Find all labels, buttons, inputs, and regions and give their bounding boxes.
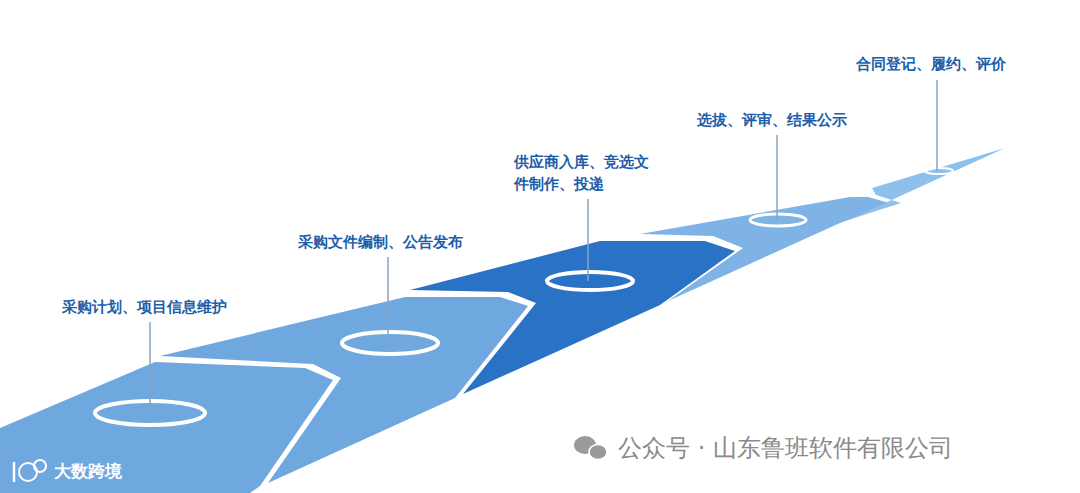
road-segments [0, 148, 1005, 493]
milestone-ring [342, 332, 438, 354]
wechat-icon [574, 436, 607, 460]
chat-bubble [589, 445, 607, 460]
step-text: 合同登记、履约、评价 [856, 53, 1006, 75]
leader-line [587, 199, 589, 281]
watermark: 公众号 · 山东鲁班软件有限公司 [618, 432, 953, 464]
milestone-ring [925, 168, 953, 174]
brand-watermark: 大数跨境 [54, 460, 122, 483]
step-text: 采购文件编制、公告发布 [298, 231, 463, 253]
leader-line [387, 257, 389, 343]
milestone-ring [750, 214, 806, 226]
road-segment [640, 197, 893, 301]
leader-line [149, 322, 151, 413]
road-segment [848, 148, 1005, 220]
leader-lines [150, 80, 937, 413]
step-label: 合同登记、履约、评价 [856, 53, 1006, 75]
step-label: 选拔、评审、结果公示 [697, 109, 847, 131]
logo-ring [34, 460, 46, 472]
leader-line [776, 135, 778, 220]
leader-line [936, 80, 938, 171]
road-segment [160, 297, 528, 483]
logo-bar [13, 462, 16, 482]
step-label: 采购计划、项目信息维护 [62, 296, 227, 318]
step-text: 选拔、评审、结果公示 [697, 109, 847, 131]
step-text: 供应商入库、竞选文 件制作、投递 [514, 151, 662, 195]
milestone-rings [95, 168, 953, 425]
step-label: 供应商入库、竞选文 件制作、投递 [514, 151, 662, 195]
brand-logo [14, 460, 46, 482]
step-text: 采购计划、项目信息维护 [62, 296, 227, 318]
milestone-ring [547, 272, 633, 290]
step-label: 采购文件编制、公告发布 [298, 231, 463, 253]
road-segment [410, 241, 735, 394]
